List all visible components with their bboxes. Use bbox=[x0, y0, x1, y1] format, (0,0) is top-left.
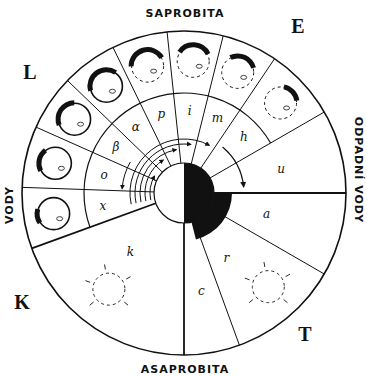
sector-line bbox=[210, 112, 324, 178]
organism-figure bbox=[56, 100, 91, 135]
center-disk bbox=[154, 163, 214, 223]
heading-text: ASAPROBITA bbox=[141, 364, 229, 375]
range-arc bbox=[145, 160, 163, 201]
region-letter: K bbox=[14, 292, 30, 312]
sector-line bbox=[214, 192, 346, 194]
side-text: VODY bbox=[4, 186, 15, 224]
sector-letter: r bbox=[223, 252, 231, 264]
organism-figure bbox=[129, 47, 164, 82]
sector-letter: a bbox=[262, 208, 271, 220]
sector-letter: x bbox=[99, 200, 108, 212]
range-arc bbox=[150, 176, 155, 200]
sector-line bbox=[67, 80, 162, 172]
range-arc bbox=[122, 162, 130, 189]
sector-line bbox=[183, 223, 185, 355]
side-text: ODPADNÍ VODY bbox=[353, 117, 364, 223]
sector-line bbox=[210, 208, 324, 274]
dashed-cell bbox=[245, 262, 290, 303]
range-arc bbox=[140, 150, 176, 202]
sector-line bbox=[201, 59, 275, 168]
range-arc bbox=[130, 139, 209, 204]
organism-figure bbox=[177, 42, 210, 77]
black-wedge bbox=[191, 193, 232, 239]
sector-letter: o bbox=[99, 169, 108, 181]
wheel-drawing bbox=[22, 31, 346, 355]
sector-letter: c bbox=[197, 285, 206, 297]
ring-arc bbox=[84, 93, 271, 227]
range-arc bbox=[135, 144, 191, 203]
sector-letter: u bbox=[276, 163, 286, 175]
organism-figure bbox=[222, 53, 256, 88]
organism-figure bbox=[87, 67, 122, 102]
sector-letter: β bbox=[112, 141, 121, 153]
range-arc bbox=[223, 147, 244, 187]
region-letter: T bbox=[298, 324, 311, 344]
sector-line bbox=[113, 47, 171, 166]
sector-letter: p bbox=[157, 108, 167, 120]
sector-letter: i bbox=[187, 105, 193, 117]
organism-figure bbox=[36, 147, 71, 179]
sector-line bbox=[36, 127, 157, 181]
organism-figure bbox=[35, 198, 70, 230]
dashed-cell bbox=[85, 265, 130, 306]
sector-letter: k bbox=[126, 246, 135, 258]
region-letter: E bbox=[291, 16, 304, 36]
sector-letter: m bbox=[211, 112, 224, 124]
region-letter: L bbox=[23, 62, 36, 82]
sector-letter: h bbox=[239, 131, 249, 143]
sector-line bbox=[32, 203, 156, 248]
sector-line bbox=[194, 221, 239, 345]
organism-figure bbox=[265, 84, 300, 119]
heading-text: SAPROBITA bbox=[146, 8, 225, 19]
sector-letter: α bbox=[131, 121, 141, 133]
outer-circle bbox=[22, 31, 346, 355]
sector-line bbox=[22, 187, 154, 192]
